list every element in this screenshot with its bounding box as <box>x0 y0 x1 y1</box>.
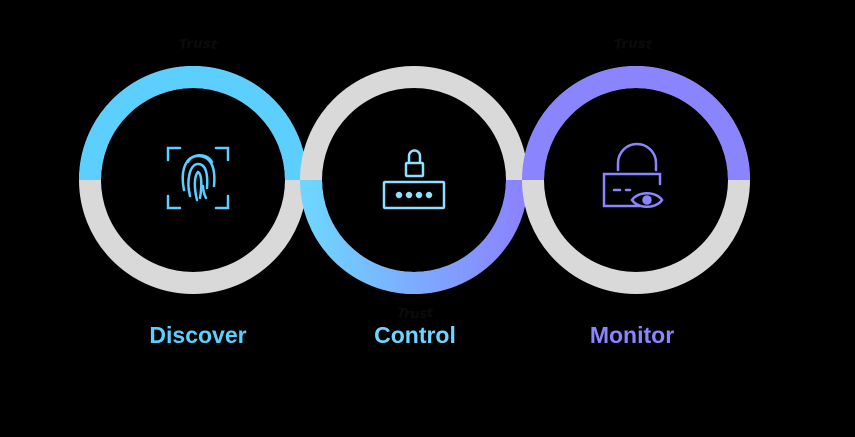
step-label-discover: Discover <box>149 322 247 348</box>
step-label-control: Control <box>374 322 456 348</box>
ring-monitor <box>522 66 750 294</box>
lock-keypad-icon <box>382 149 446 210</box>
ring-label-monitor: Trust <box>613 37 654 54</box>
ring-label-control: Trust <box>396 306 435 323</box>
fingerprint-icon <box>166 146 230 210</box>
lock-eye-icon <box>602 142 664 208</box>
ring-label-discover: Trust <box>178 37 219 54</box>
ring-discover <box>79 66 307 294</box>
step-label-monitor: Monitor <box>589 322 675 348</box>
ring-control <box>300 66 528 294</box>
